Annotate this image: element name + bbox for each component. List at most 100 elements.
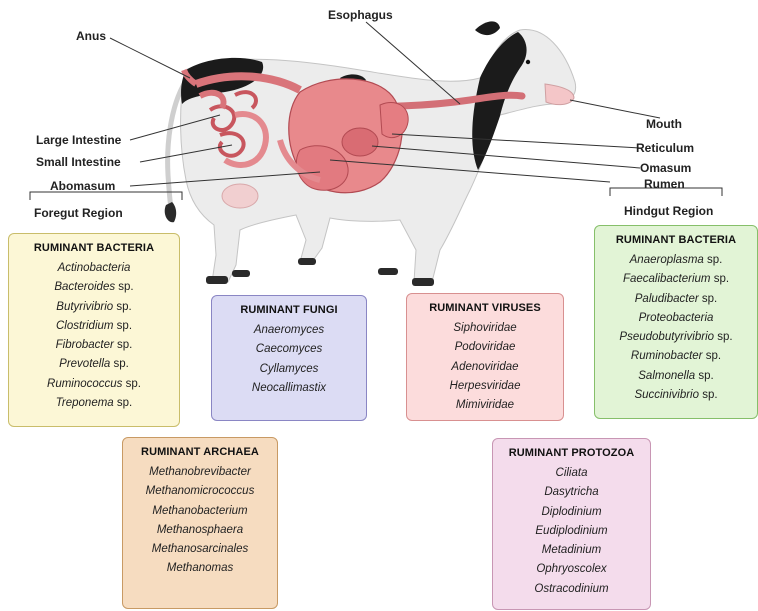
reticulum-organ	[380, 102, 408, 137]
label-mouth: Mouth	[646, 117, 682, 131]
species-suffix: sp.	[695, 370, 714, 382]
species-name: Anaeroplasma	[630, 254, 704, 266]
species-name: Ruminococcus	[47, 378, 122, 390]
species-item: Metadinium	[493, 541, 650, 560]
species-suffix: sp.	[115, 281, 134, 293]
species-suffix: sp.	[113, 320, 132, 332]
species-item: Butyrivibrio sp.	[9, 298, 179, 317]
species-suffix: sp.	[704, 254, 723, 266]
species-item: Actinobacteria	[9, 259, 179, 278]
species-name: Pseudobutyrivibrio	[619, 331, 714, 343]
species-name: Proteobacteria	[639, 312, 714, 324]
species-name: Methanobacterium	[152, 505, 247, 517]
species-name: Neocallimastix	[252, 382, 326, 394]
species-item: Mimiviridae	[407, 396, 563, 415]
species-name: Ophryoscolex	[536, 563, 606, 575]
species-item: Eudiplodinium	[493, 522, 650, 541]
species-name: Cyllamyces	[260, 363, 319, 375]
species-name: Caecomyces	[256, 343, 322, 355]
species-name: Ciliata	[556, 467, 588, 479]
species-item: Anaeroplasma sp.	[595, 251, 757, 270]
omasum-organ	[342, 128, 378, 156]
species-name: Succinivibrio	[634, 389, 699, 401]
species-item: Methanomicrococcus	[123, 482, 277, 501]
species-item: Prevotella sp.	[9, 355, 179, 374]
label-foregut-region: Foregut Region	[34, 206, 123, 220]
species-name: Dasytricha	[544, 486, 598, 498]
species-name: Actinobacteria	[58, 262, 131, 274]
species-suffix: sp.	[699, 293, 718, 305]
species-suffix: sp.	[703, 350, 722, 362]
species-list: Anaeroplasma sp.Faecalibacterium sp.Palu…	[595, 251, 757, 405]
species-item: Methanobrevibacter	[123, 463, 277, 482]
species-item: Neocallimastix	[212, 379, 366, 398]
species-item: Succinivibrio sp.	[595, 386, 757, 405]
species-name: Methanobrevibacter	[149, 466, 251, 478]
ruminant-bacteria-box-right: RUMINANT BACTERIA Anaeroplasma sp.Faecal…	[594, 225, 758, 419]
label-reticulum: Reticulum	[636, 141, 694, 155]
species-name: Eudiplodinium	[535, 525, 607, 537]
species-name: Methanomicrococcus	[146, 485, 255, 497]
label-omasum: Omasum	[640, 161, 691, 175]
species-name: Methanomas	[167, 562, 233, 574]
ruminant-fungi-box: RUMINANT FUNGI AnaeromycesCaecomycesCyll…	[211, 295, 367, 421]
species-item: Herpesviridae	[407, 377, 563, 396]
box-title: RUMINANT VIRUSES	[407, 302, 563, 314]
species-name: Ruminobacter	[631, 350, 703, 362]
box-title: RUMINANT BACTERIA	[595, 234, 757, 246]
species-item: Methanobacterium	[123, 502, 277, 521]
species-name: Salmonella	[638, 370, 695, 382]
species-item: Ophryoscolex	[493, 560, 650, 579]
species-list: CiliataDasytrichaDiplodiniumEudiplodiniu…	[493, 464, 650, 599]
species-suffix: sp.	[114, 339, 133, 351]
species-suffix: sp.	[114, 397, 133, 409]
label-esophagus: Esophagus	[328, 8, 393, 22]
label-hindgut-region: Hindgut Region	[624, 204, 713, 218]
species-list: ActinobacteriaBacteroides sp.Butyrivibri…	[9, 259, 179, 413]
species-item: Ruminococcus sp.	[9, 375, 179, 394]
species-item: Siphoviridae	[407, 319, 563, 338]
species-name: Clostridium	[56, 320, 114, 332]
species-item: Diplodinium	[493, 503, 650, 522]
species-item: Adenoviridae	[407, 358, 563, 377]
box-title: RUMINANT BACTERIA	[9, 242, 179, 254]
species-name: Fibrobacter	[56, 339, 114, 351]
species-item: Faecalibacterium sp.	[595, 270, 757, 289]
species-name: Podoviridae	[455, 341, 516, 353]
species-item: Clostridium sp.	[9, 317, 179, 336]
species-name: Methanosarcinales	[152, 543, 249, 555]
species-suffix: sp.	[699, 389, 718, 401]
species-item: Treponema sp.	[9, 394, 179, 413]
box-title: RUMINANT FUNGI	[212, 304, 366, 316]
species-suffix: sp.	[711, 273, 730, 285]
species-item: Proteobacteria	[595, 309, 757, 328]
species-item: Caecomyces	[212, 340, 366, 359]
species-name: Prevotella	[59, 358, 110, 370]
species-item: Cyllamyces	[212, 360, 366, 379]
species-name: Metadinium	[542, 544, 601, 556]
species-name: Adenoviridae	[451, 361, 518, 373]
species-item: Anaeromyces	[212, 321, 366, 340]
species-name: Siphoviridae	[453, 322, 516, 334]
species-item: Methanosphaera	[123, 521, 277, 540]
label-abomasum: Abomasum	[50, 179, 115, 193]
species-name: Diplodinium	[541, 506, 601, 518]
species-item: Pseudobutyrivibrio sp.	[595, 328, 757, 347]
species-item: Methanomas	[123, 559, 277, 578]
species-name: Mimiviridae	[456, 399, 514, 411]
species-item: Ruminobacter sp.	[595, 347, 757, 366]
species-item: Paludibacter sp.	[595, 290, 757, 309]
species-item: Dasytricha	[493, 483, 650, 502]
species-item: Podoviridae	[407, 338, 563, 357]
species-name: Methanosphaera	[157, 524, 243, 536]
species-suffix: sp.	[113, 301, 132, 313]
species-name: Paludibacter	[635, 293, 699, 305]
label-rumen: Rumen	[644, 177, 685, 191]
species-item: Bacteroides sp.	[9, 278, 179, 297]
